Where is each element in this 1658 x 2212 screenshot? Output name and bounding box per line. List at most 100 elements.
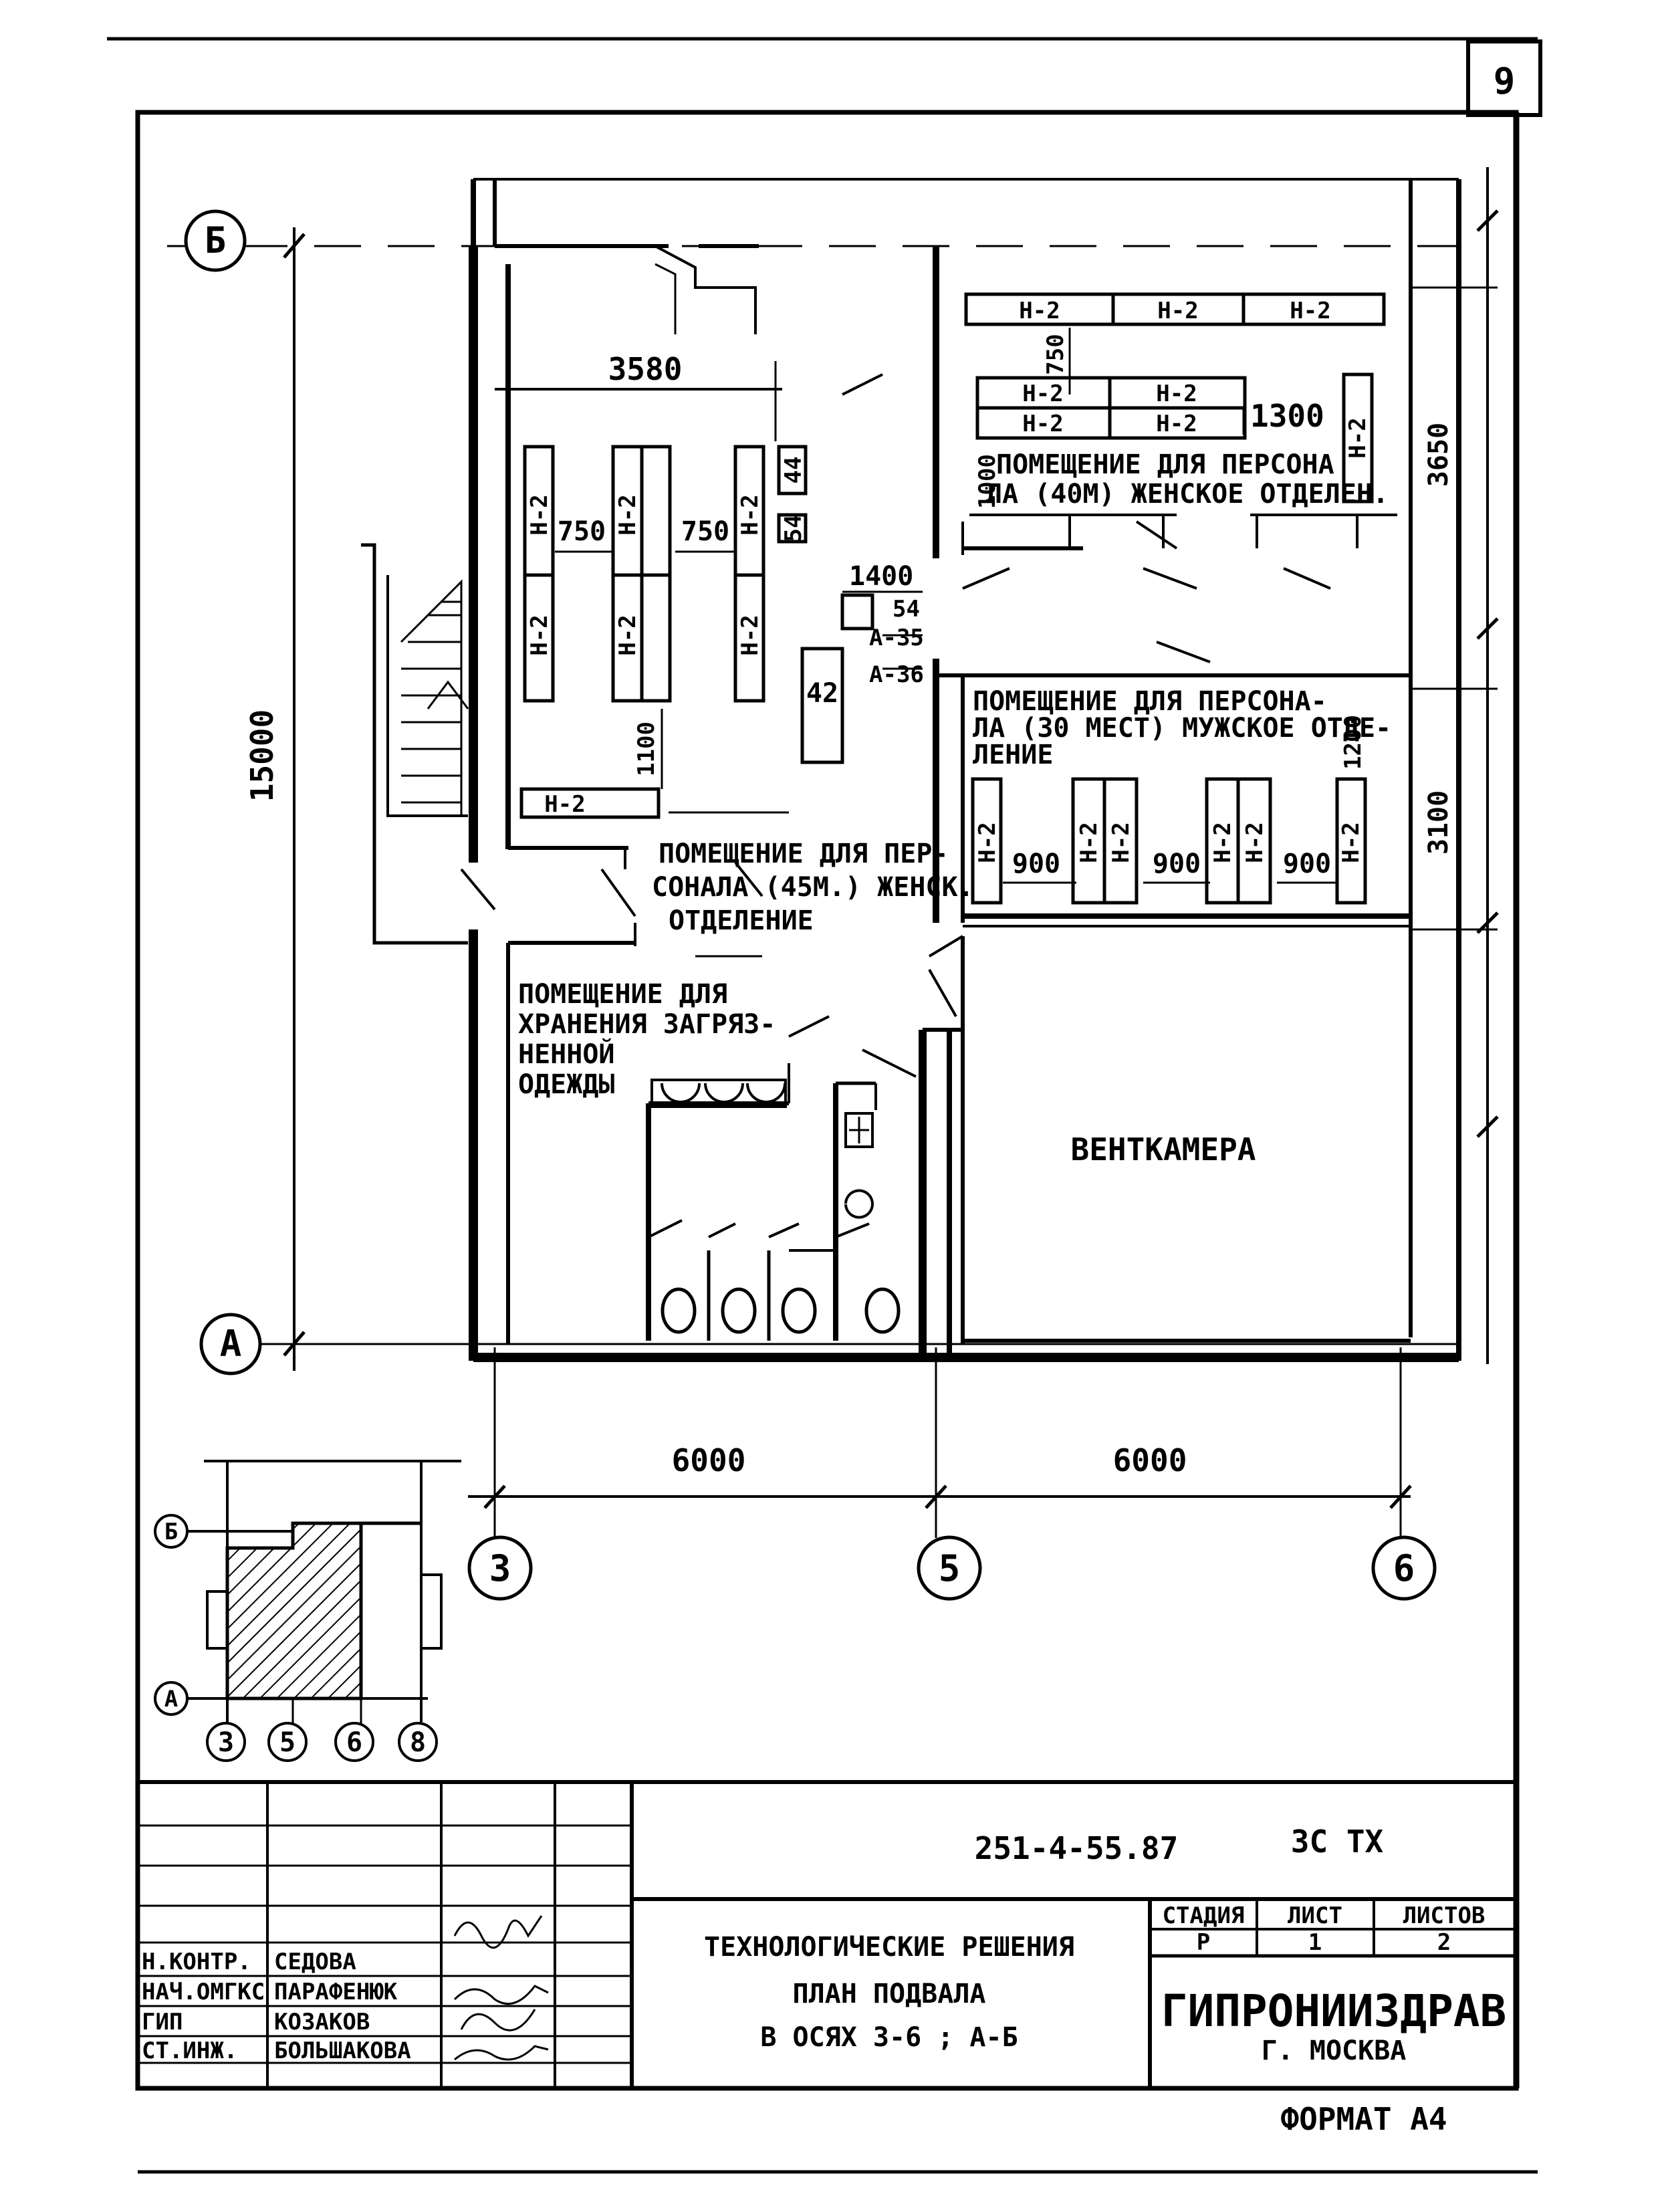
- dim-span-3-5: 6000: [672, 1442, 746, 1478]
- dim-3580: 3580: [608, 351, 683, 387]
- locker-label: Н-2: [737, 615, 763, 655]
- dim-750-a: 750: [558, 516, 606, 547]
- equipment-a35: А-35: [869, 625, 924, 651]
- city: Г. МОСКВА: [1262, 2035, 1407, 2066]
- dim-750-b: 750: [681, 516, 729, 547]
- locker-label: Н-2: [1019, 298, 1060, 324]
- locker-label: Н-2: [737, 494, 763, 535]
- room-label-women45: ОТДЕЛЕНИЕ: [669, 905, 814, 936]
- locker-group-women40: [964, 292, 1386, 504]
- locker-label: Н-2: [1338, 822, 1365, 863]
- locker-label: Н-2: [526, 494, 553, 535]
- signatory-name: СЕДОВА: [274, 1949, 356, 1975]
- dim-1300: 1300: [1250, 398, 1324, 434]
- title-line: ПЛАН ПОДВАЛА: [793, 1979, 986, 2009]
- key-plan: [154, 1460, 461, 1762]
- sheet-value: 1: [1308, 1929, 1322, 1956]
- dim-1400: 1400: [849, 561, 913, 592]
- room-label-women40: ПОМЕЩЕНИЕ ДЛЯ ПЕРСОНА: [996, 449, 1334, 480]
- keyplan-col-label: 6: [346, 1727, 362, 1758]
- locker-label: Н-2: [1156, 380, 1197, 407]
- axis-label-row: А: [220, 1323, 242, 1365]
- stage-label: СТАДИЯ: [1163, 1902, 1245, 1929]
- locker-label: Н-2: [614, 615, 641, 655]
- title-line: В ОСЯХ 3-6 ; А-Б: [760, 2022, 1018, 2053]
- locker-label: Н-2: [1157, 298, 1198, 324]
- axis-bubbles: [184, 209, 1437, 1601]
- locker-label: Н-2: [1290, 298, 1330, 324]
- signatory-role: НАЧ.ОМГКС: [142, 1979, 265, 2005]
- locker-label: Н-2: [1076, 822, 1102, 863]
- locker-label: Н-2: [1108, 822, 1135, 863]
- room-label-women45: СОНАЛА (45М.) ЖЕНСК.: [652, 872, 974, 903]
- room-label-dirty: ПОМЕЩЕНИЕ ДЛЯ: [518, 979, 727, 1010]
- sheets-label: ЛИСТОВ: [1403, 1902, 1486, 1929]
- equipment-42: 42: [806, 678, 838, 709]
- locker-label: Н-2: [1156, 411, 1197, 437]
- format-label: ФОРМАТ А4: [1280, 2101, 1447, 2137]
- locker-label: Н-2: [1022, 380, 1063, 407]
- room-label-men30: ЛЕНИЕ: [973, 740, 1053, 770]
- signatory-name: КОЗАКОВ: [274, 2009, 370, 2035]
- room-label-women45: ПОМЕЩЕНИЕ ДЛЯ ПЕР-: [659, 839, 948, 869]
- room-label-men30: ПОМЕЩЕНИЕ ДЛЯ ПЕРСОНА-: [973, 686, 1327, 717]
- axis-label-col: 5: [939, 1547, 961, 1589]
- room-label-dirty: НЕННОЙ: [518, 1038, 615, 1070]
- signatory-name: ПАРАФЕНЮК: [274, 1979, 398, 2005]
- page-number: 9: [1494, 60, 1516, 102]
- signatory-name: БОЛЬШАКОВА: [274, 2037, 411, 2064]
- dim-span-5-6: 6000: [1113, 1442, 1187, 1478]
- signatory-role: СТ.ИНЖ.: [142, 2037, 237, 2064]
- set-code: ЗС ТХ: [1291, 1823, 1384, 1860]
- locker-group-men30: [971, 777, 1367, 905]
- locker-label: Н-2: [1209, 822, 1236, 863]
- axis-label-col: 6: [1393, 1547, 1415, 1589]
- locker-label: Н-2: [1022, 411, 1063, 437]
- sheet-label: ЛИСТ: [1288, 1902, 1342, 1929]
- dim-750-c: 750: [1042, 334, 1069, 374]
- keyplan-row-label: Б: [164, 1519, 178, 1545]
- locker-label: Н-2: [614, 494, 641, 535]
- signatory-role: ГИП: [142, 2009, 183, 2035]
- locker-label: Н-2: [974, 822, 1001, 863]
- dim-1100: 1100: [633, 722, 660, 776]
- room-label-dirty: ОДЕЖДЫ: [518, 1069, 615, 1100]
- equipment-54: 54: [780, 515, 807, 542]
- axis-label-col: 3: [489, 1547, 511, 1589]
- dim-overall-height: 15000: [244, 709, 280, 802]
- room-label-vent: ВЕНТКАМЕРА: [1071, 1131, 1256, 1168]
- room-label-women40: ЛА (40М) ЖЕНСКОЕ ОТДЕЛЕН.: [986, 479, 1389, 510]
- equipment-44: 44: [780, 457, 807, 484]
- locker-label: Н-2: [544, 791, 585, 818]
- keyplan-col-label: 3: [218, 1727, 234, 1758]
- dim-1000: 1000: [974, 454, 1001, 509]
- dim-1200: 1200: [1340, 715, 1367, 770]
- title-line: ТЕХНОЛОГИЧЕСКИЕ РЕШЕНИЯ: [704, 1932, 1074, 1963]
- equipment-a36: А-36: [869, 661, 924, 688]
- dim-900-b: 900: [1153, 849, 1201, 879]
- keyplan-row-label: А: [164, 1686, 178, 1712]
- organization: ГИПРОНИИЗДРАВ: [1161, 1985, 1507, 2037]
- locker-label: Н-2: [1344, 417, 1371, 458]
- locker-label: Н-2: [1241, 822, 1268, 863]
- floor-plan: [167, 167, 1499, 1538]
- signatures: [453, 1915, 549, 2061]
- room-label-dirty: ХРАНЕНИЯ ЗАГРЯЗ-: [518, 1009, 776, 1040]
- title-block: [138, 1780, 1516, 2088]
- signatory-role: Н.КОНТР.: [142, 1949, 251, 1975]
- sheets-value: 2: [1437, 1929, 1451, 1956]
- dim-900-a: 900: [1012, 849, 1060, 879]
- equipment-54b: 54: [893, 596, 920, 623]
- axis-label-row: Б: [205, 219, 227, 261]
- stage-value: Р: [1197, 1929, 1210, 1956]
- dim-3650: 3650: [1423, 423, 1454, 487]
- keyplan-col-label: 8: [410, 1727, 426, 1758]
- locker-group-women45: [519, 445, 874, 819]
- page-number-box: [1466, 39, 1542, 117]
- dim-900-c: 900: [1283, 849, 1331, 879]
- doc-code: 251-4-55.87: [975, 1830, 1179, 1866]
- room-label-men30: ЛА (30 МЕСТ) МУЖСКОЕ ОТДЕ-: [973, 713, 1391, 744]
- keyplan-col-label: 5: [279, 1727, 295, 1758]
- locker-label: Н-2: [526, 615, 553, 655]
